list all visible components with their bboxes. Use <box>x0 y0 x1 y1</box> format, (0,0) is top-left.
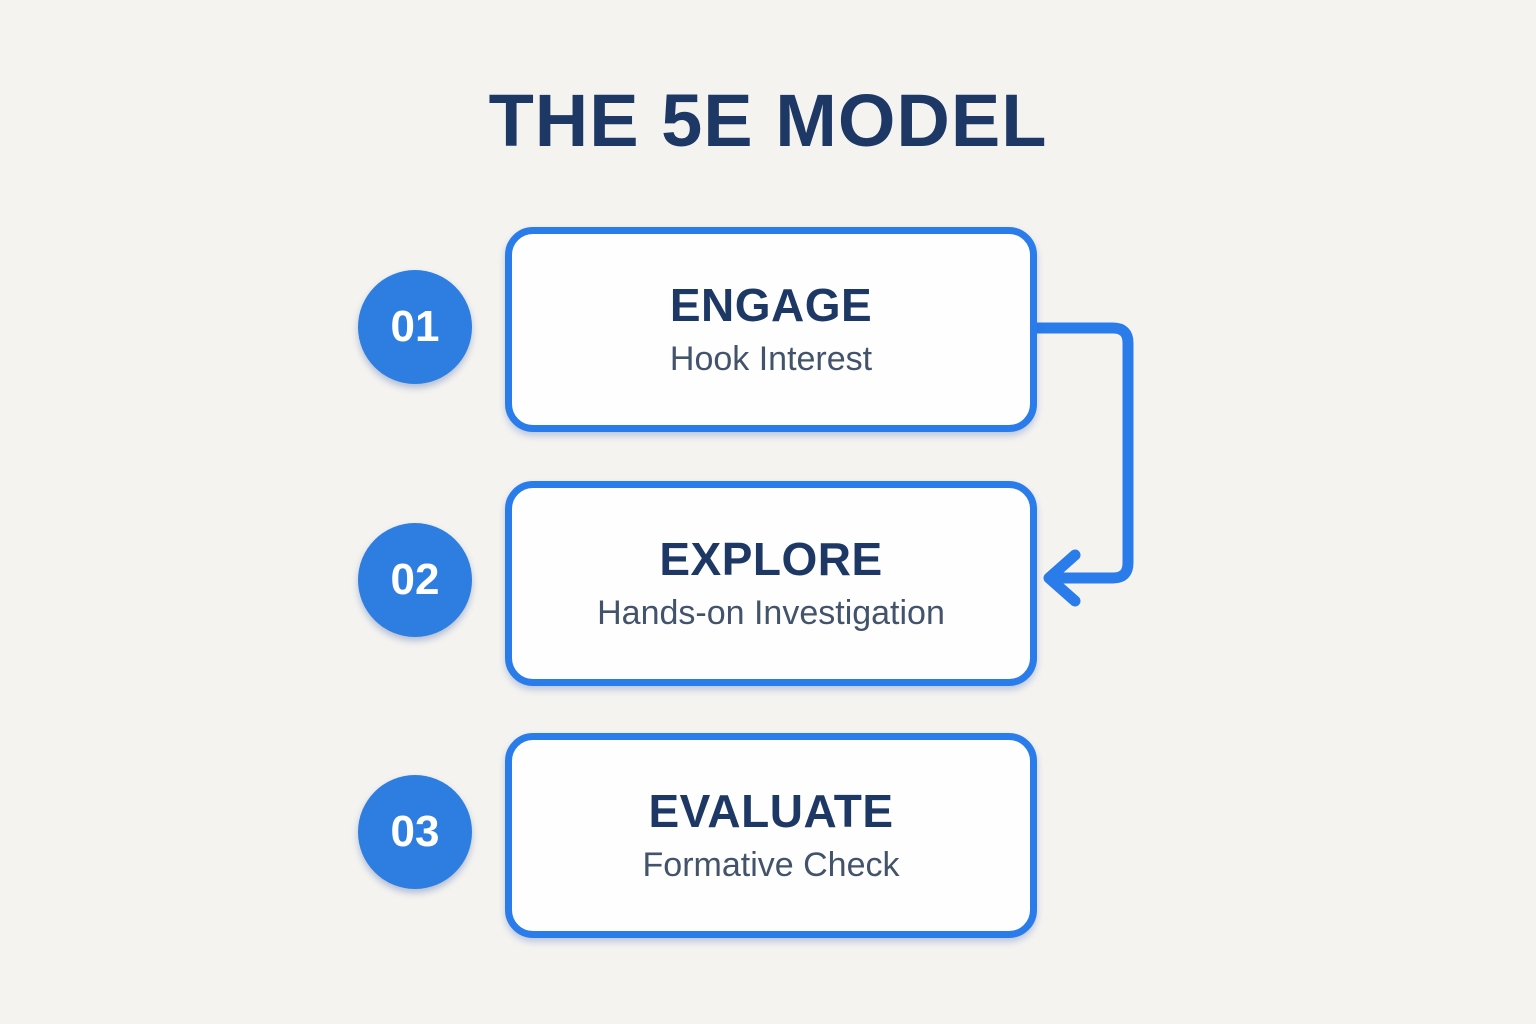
arrowhead-icon <box>1043 549 1081 607</box>
step-number-badge-2: 02 <box>358 523 472 637</box>
step-heading: EXPLORE <box>659 532 883 585</box>
connector-line <box>1031 322 1134 584</box>
step-heading: ENGAGE <box>669 278 873 331</box>
step-number-label: 02 <box>390 555 440 604</box>
step-card-explore: EXPLORE Hands-on Investigation <box>505 481 1037 686</box>
step-subtitle: Hook Interest <box>669 340 873 379</box>
page-title: THE 5E MODEL <box>488 79 1048 162</box>
step-number-badge-1: 01 <box>358 270 472 384</box>
step-number-badge-3: 03 <box>358 775 472 889</box>
step-card-evaluate: EVALUATE Formative Check <box>505 733 1037 938</box>
step-heading: EVALUATE <box>648 784 894 837</box>
step-subtitle: Formative Check <box>642 846 900 885</box>
step-number-label: 01 <box>390 302 440 351</box>
step-card-engage: ENGAGE Hook Interest <box>505 227 1037 432</box>
step-number-label: 03 <box>390 807 440 856</box>
step-subtitle: Hands-on Investigation <box>597 594 945 633</box>
